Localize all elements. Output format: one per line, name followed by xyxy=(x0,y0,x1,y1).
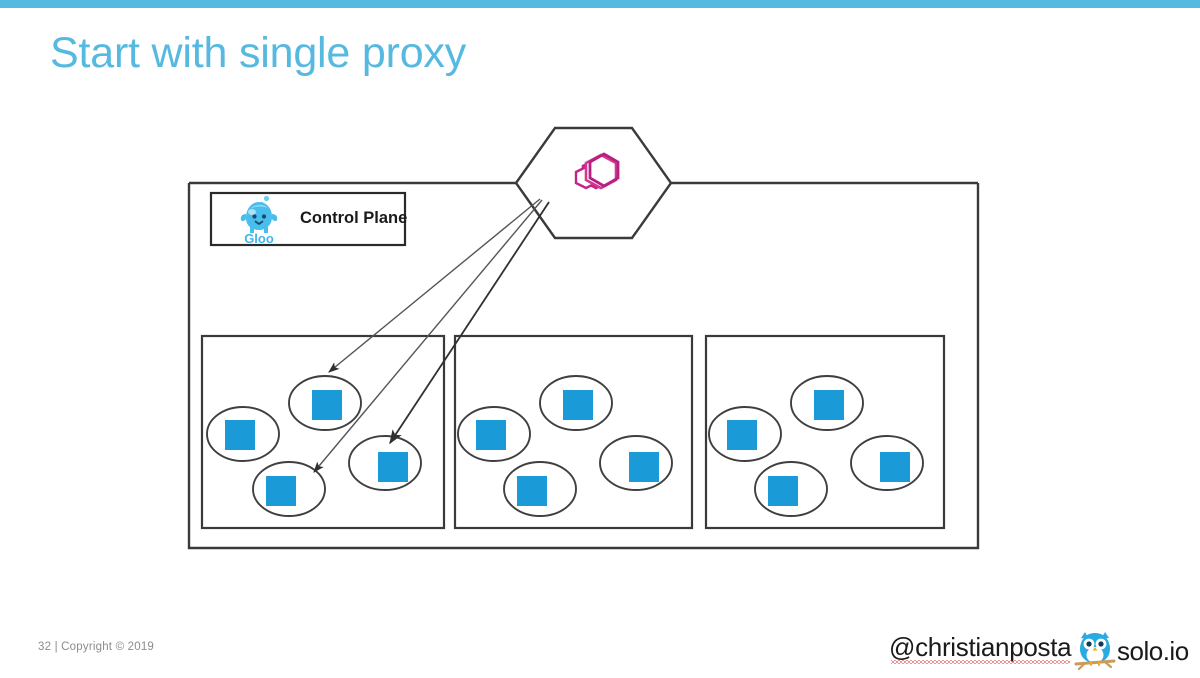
namespace-group-2-pods xyxy=(457,375,673,517)
solo-owl-logo xyxy=(1072,628,1118,672)
namespace-group-3-pods xyxy=(708,375,924,517)
solo-brand-text: solo.io xyxy=(1117,636,1189,666)
footer-twitter-handle: @christianposta xyxy=(889,632,1072,664)
gloo-wordmark: Gloo xyxy=(244,231,274,246)
cluster-outer-box xyxy=(187,181,980,550)
top-accent-bar xyxy=(0,0,1200,8)
page-title: Start with single proxy xyxy=(50,29,467,77)
gloo-wordmark-text: Gloo xyxy=(244,231,274,245)
proxy-to-pod-arrows xyxy=(313,198,550,473)
gloo-logo: Gloo xyxy=(228,193,290,246)
envoy-logo xyxy=(574,152,620,190)
footer-copyright: 32 | Copyright © 2019 xyxy=(38,641,155,653)
footer-handle-text: @christianposta xyxy=(889,632,1072,664)
namespace-group-1-pods xyxy=(206,375,422,517)
gloo-mascot xyxy=(240,195,278,233)
control-plane-box[interactable] xyxy=(209,191,407,247)
control-plane-label: Control Plane xyxy=(300,209,408,227)
